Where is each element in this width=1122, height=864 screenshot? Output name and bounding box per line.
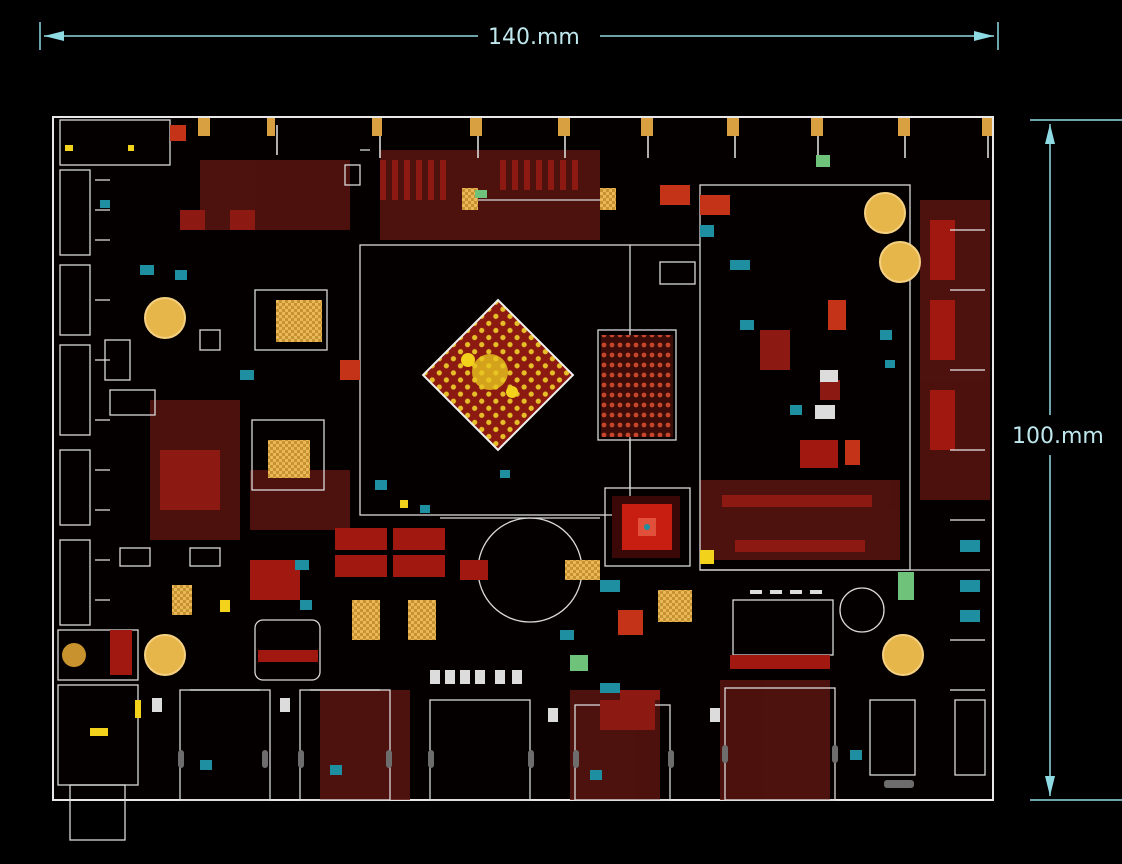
cpu-bga-footprint — [421, 298, 575, 452]
height-dimension-label: 100.mm — [1012, 424, 1104, 449]
height-dimension: 100.mm — [1012, 119, 1122, 801]
memory-bga-footprint — [601, 335, 673, 437]
mounting-hole-4 — [879, 241, 921, 283]
mounting-hole-2 — [144, 634, 186, 676]
qfn-pads — [172, 188, 692, 640]
height-arrow-bottom — [1045, 776, 1055, 796]
mounting-holes — [62, 192, 924, 676]
top-edge-connectors — [198, 118, 992, 158]
height-arrow-top — [1045, 124, 1055, 144]
width-arrow-left — [44, 31, 64, 41]
mounting-hole-1 — [144, 297, 186, 339]
bottom-connector-pads — [178, 745, 914, 788]
component-designator-marks — [152, 370, 838, 722]
cyan-test-pads — [100, 200, 980, 780]
width-dimension: 140.mm — [39, 22, 999, 50]
yellow-vias — [65, 145, 714, 736]
connector-pins — [95, 179, 985, 691]
mounting-hole-3 — [864, 192, 906, 234]
smd-passives — [160, 125, 872, 730]
mounting-hole-5 — [882, 634, 924, 676]
green-components — [475, 155, 914, 671]
rf-chip — [612, 496, 680, 558]
mounting-hole-6 — [62, 643, 86, 667]
width-arrow-right — [974, 31, 994, 41]
power-inductor-pads — [110, 220, 955, 675]
width-dimension-label: 140.mm — [488, 25, 580, 50]
